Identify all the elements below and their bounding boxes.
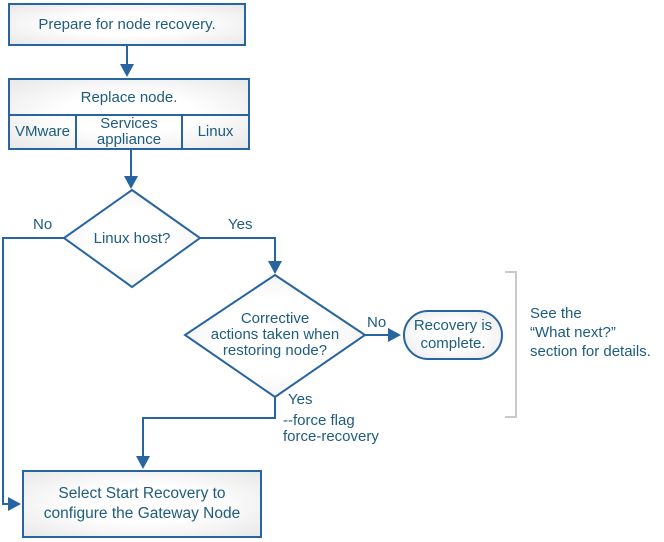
replace-node-options-row: VMware Services appliance Linux [10,116,248,148]
arrowhead-no-into-terminal [388,328,401,342]
replace-node-table: Replace node. VMware Services appliance … [8,78,250,150]
start-recovery-text: Select Start Recovery to configure the G… [44,484,240,524]
side-note-bracket [505,271,517,418]
path-yes-corrective-to-final [142,397,276,457]
arrowhead-yes-into-corrective [268,261,282,274]
start-recovery-line2: configure the Gateway Node [43,505,241,522]
corrective-question-line1: Corrective [240,310,310,327]
path-yes-linuxhost-to-corrective [200,237,276,262]
prepare-node-recovery-label: Prepare for node recovery. [38,16,216,33]
linuxhost-no-label: No [33,216,53,233]
linuxhost-yes-label: Yes [228,216,253,233]
side-note-line1: See the [530,305,582,322]
path-no-linuxhost-to-final [2,237,64,505]
force-flag-line2: force-recovery [283,428,379,445]
arrowhead-prepare-to-replace [120,64,134,77]
force-flag-line1: --force flag [283,412,355,429]
cell-vmware: VMware [10,116,77,148]
cell-linux: Linux [197,123,234,140]
recovery-complete-line2: complete. [420,335,486,352]
linux-host-question: Linux host? [93,230,171,247]
recovery-complete-text: Recovery is complete. [414,317,492,353]
start-recovery-line1: Select Start Recovery to [58,485,226,502]
linux-host-diamond [62,188,202,289]
side-note-line3: section for details. [530,343,651,360]
corrective-no-label: No [367,314,387,331]
recovery-complete-terminal: Recovery is complete. [403,310,503,360]
force-flag-note: --force flag force-recovery [283,413,379,445]
arrowhead-replace-to-linuxhost [124,176,138,189]
corrective-question-line3: restoring node? [222,342,328,359]
what-next-side-note: See the “What next?” section for details… [530,304,651,361]
recovery-complete-line1: Recovery is [413,317,493,334]
corrective-actions-question: Corrective actions taken when restoring … [185,311,365,359]
side-note-line2: “What next?” [530,324,616,341]
corrective-yes-label: Yes [288,391,313,408]
arrowhead-no-into-final [8,497,21,511]
arrowhead-yes-into-final [136,456,150,469]
prepare-node-recovery-box: Prepare for node recovery. [8,3,246,46]
corrective-actions-diamond [183,273,367,399]
corrective-question-line2: actions taken when [210,326,340,343]
replace-node-header: Replace node. [10,80,248,116]
start-recovery-box: Select Start Recovery to configure the G… [22,470,262,538]
cell-services-appliance: Services appliance [77,116,183,148]
